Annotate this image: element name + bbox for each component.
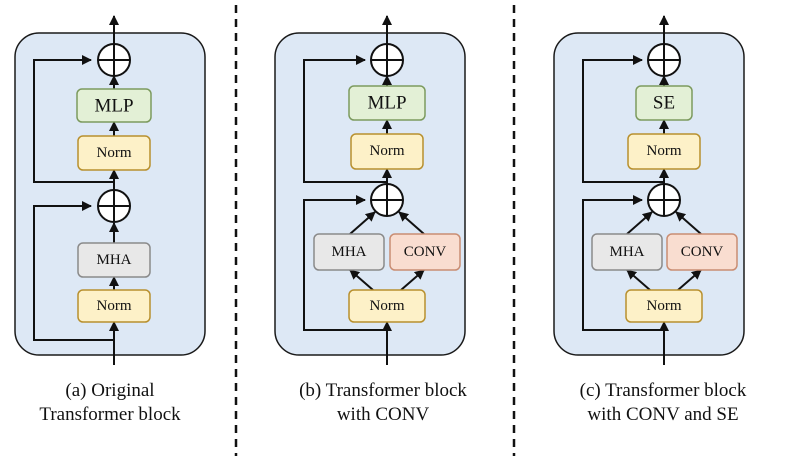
norm-label: Norm bbox=[97, 145, 132, 161]
caption-line: with CONV bbox=[336, 404, 430, 425]
caption-a: (a) Original Transformer block bbox=[0, 379, 225, 427]
arrow bbox=[398, 211, 425, 235]
se-box bbox=[635, 85, 693, 121]
residual-connection bbox=[582, 55, 664, 183]
caption-line: (b) Transformer block bbox=[299, 380, 467, 401]
mha-box bbox=[313, 233, 385, 271]
caption-line: with CONV and SE bbox=[587, 404, 739, 425]
conv-box bbox=[389, 233, 461, 271]
norm-box bbox=[348, 289, 426, 323]
norm-box bbox=[77, 135, 151, 171]
add-icon bbox=[97, 189, 131, 223]
residual-connection bbox=[303, 55, 387, 183]
mha-label: MHA bbox=[331, 244, 366, 260]
caption-line: Transformer block bbox=[39, 404, 181, 425]
panel-a: MLP Norm MHA Norm bbox=[14, 15, 206, 365]
norm-box bbox=[625, 289, 703, 323]
add-icon bbox=[647, 183, 681, 217]
norm-label: Norm bbox=[97, 298, 132, 314]
arrow bbox=[349, 211, 376, 235]
add-icon bbox=[97, 43, 131, 77]
conv-box bbox=[666, 233, 738, 271]
norm-box bbox=[77, 289, 151, 323]
norm-label: Norm bbox=[647, 143, 682, 159]
arrow bbox=[349, 269, 374, 291]
panel-c: SE Norm MHA CONV Norm bbox=[553, 15, 745, 365]
caption-line: (c) Transformer block bbox=[579, 380, 747, 401]
arrow bbox=[626, 211, 653, 235]
caption-c: (c) Transformer block with CONV and SE bbox=[548, 379, 778, 427]
residual-connection bbox=[33, 201, 114, 341]
residual-connection bbox=[303, 195, 387, 331]
add-icon bbox=[647, 43, 681, 77]
caption-line: (a) Original bbox=[65, 380, 155, 401]
arrow bbox=[675, 211, 702, 235]
add-icon bbox=[370, 43, 404, 77]
norm-box bbox=[627, 133, 701, 170]
mlp-label: MLP bbox=[367, 93, 406, 114]
mha-label: MHA bbox=[96, 252, 131, 268]
se-label: SE bbox=[653, 93, 675, 114]
arrow bbox=[626, 269, 651, 291]
caption-b: (b) Transformer block with CONV bbox=[268, 379, 498, 427]
mha-label: MHA bbox=[609, 244, 644, 260]
norm-label: Norm bbox=[647, 298, 682, 314]
add-icon bbox=[370, 183, 404, 217]
conv-label: CONV bbox=[404, 244, 447, 260]
mha-box bbox=[591, 233, 663, 271]
mha-box bbox=[77, 242, 151, 278]
arrow bbox=[677, 269, 702, 291]
norm-label: Norm bbox=[370, 143, 405, 159]
residual-connection bbox=[33, 55, 114, 183]
arrow bbox=[400, 269, 425, 291]
mlp-label: MLP bbox=[94, 96, 133, 117]
norm-box bbox=[350, 133, 424, 170]
mlp-box bbox=[76, 88, 152, 123]
mlp-box bbox=[348, 85, 426, 121]
panel-b: MLP Norm MHA CONV Norm bbox=[274, 15, 466, 365]
norm-label: Norm bbox=[370, 298, 405, 314]
conv-label: CONV bbox=[681, 244, 724, 260]
residual-connection bbox=[582, 195, 664, 331]
